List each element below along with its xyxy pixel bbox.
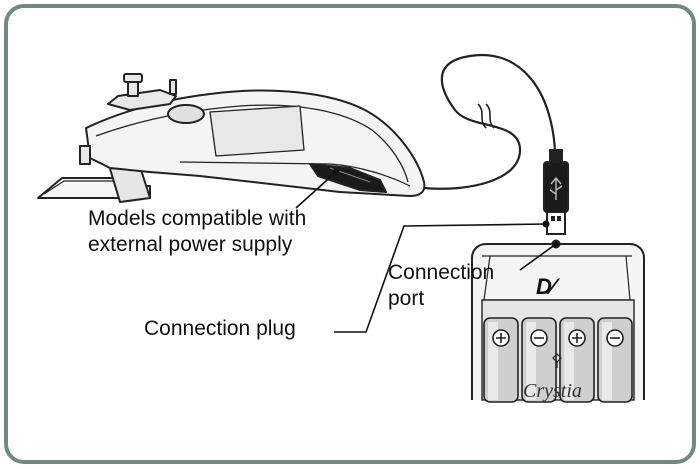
reel-knob <box>167 104 205 124</box>
label-connection-port: Connection port <box>388 260 494 312</box>
battery <box>559 317 595 403</box>
cable <box>423 53 557 190</box>
label-models-compatible: Models compatible with external power su… <box>88 206 306 258</box>
leader-port <box>519 243 557 271</box>
battery <box>597 317 633 403</box>
label-connection-plug: Connection plug <box>144 317 296 340</box>
label-port-line-1: Connection <box>388 261 495 284</box>
battery <box>521 317 557 403</box>
cable-break-mark <box>477 103 495 129</box>
label-models-line-2: external power supply <box>88 233 293 256</box>
leader-lines <box>295 168 557 333</box>
leader-plug <box>334 223 547 333</box>
battery-brand-text: Crystia <box>523 380 582 402</box>
label-port-line-2: port <box>388 287 425 310</box>
battery <box>483 317 519 403</box>
label-models-line-1: Models compatible with <box>88 207 307 230</box>
batteries <box>483 317 633 403</box>
reel-device <box>37 73 426 203</box>
reel-power-socket <box>309 163 387 193</box>
usb-connection-plug <box>543 149 569 235</box>
charger-brand-logo: D⁄ <box>536 274 555 299</box>
leader-models <box>295 171 337 209</box>
